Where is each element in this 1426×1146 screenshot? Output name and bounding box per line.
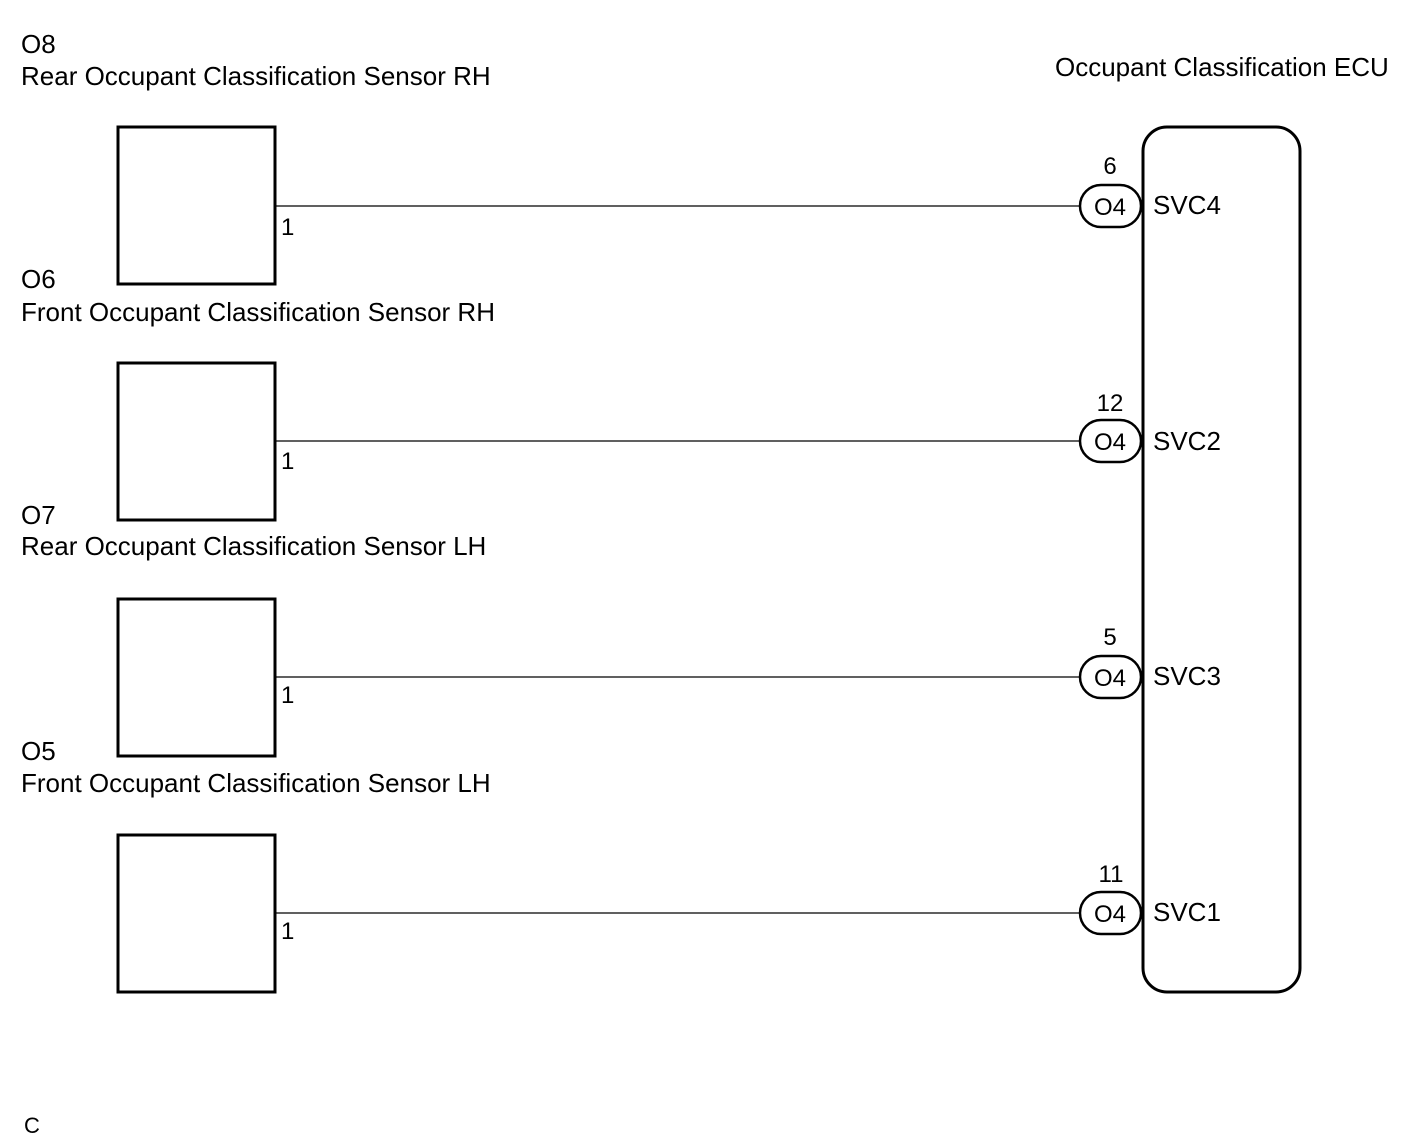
sensor-name: Front Occupant Classification Sensor LH xyxy=(21,768,491,798)
ecu-signal-label: SVC2 xyxy=(1153,426,1221,456)
connector-oval xyxy=(1078,418,1143,464)
sensor-name: Rear Occupant Classification Sensor LH xyxy=(21,531,486,561)
ecu-title: Occupant Classification ECU xyxy=(1055,52,1389,82)
ecu-pin-number: 12 xyxy=(1097,390,1124,417)
sensor-pin: 1 xyxy=(281,214,294,241)
sensor-box xyxy=(116,597,277,758)
ecu-signal-label: SVC4 xyxy=(1153,190,1221,220)
ecu-box xyxy=(1141,125,1302,994)
ecu-pin-number: 6 xyxy=(1103,153,1116,180)
sensor-pin: 1 xyxy=(281,682,294,709)
ecu-signal-label: SVC1 xyxy=(1153,897,1221,927)
ecu-pin-number: 5 xyxy=(1103,624,1116,651)
connector-oval xyxy=(1078,183,1143,229)
sensor-pin: 1 xyxy=(281,918,294,945)
sensor-row: O8 Rear Occupant Classification Sensor R… xyxy=(21,29,1221,286)
sensor-name: Rear Occupant Classification Sensor RH xyxy=(21,61,491,91)
sensor-code: O7 xyxy=(21,500,56,530)
sensor-row: O7 Rear Occupant Classification Sensor L… xyxy=(21,500,1221,758)
sensor-box xyxy=(116,125,277,286)
sensor-name: Front Occupant Classification Sensor RH xyxy=(21,297,495,327)
ecu-signal-label: SVC3 xyxy=(1153,661,1221,691)
connector-label: O4 xyxy=(1094,901,1126,928)
sensor-row: O6 Front Occupant Classification Sensor … xyxy=(21,264,1221,522)
ecu-pin-number: 11 xyxy=(1099,861,1124,888)
sensor-code: O5 xyxy=(21,736,56,766)
footer-mark: C xyxy=(24,1113,40,1138)
connector-label: O4 xyxy=(1094,194,1126,221)
connector-oval xyxy=(1078,890,1143,936)
sensor-code: O8 xyxy=(21,29,56,59)
sensor-box xyxy=(116,833,277,994)
connector-oval xyxy=(1078,654,1143,700)
connector-label: O4 xyxy=(1094,665,1126,692)
sensor-pin: 1 xyxy=(281,448,294,475)
sensor-box xyxy=(116,361,277,522)
sensor-code: O6 xyxy=(21,264,56,294)
sensor-row: O5 Front Occupant Classification Sensor … xyxy=(21,736,1221,994)
connector-label: O4 xyxy=(1094,429,1126,456)
